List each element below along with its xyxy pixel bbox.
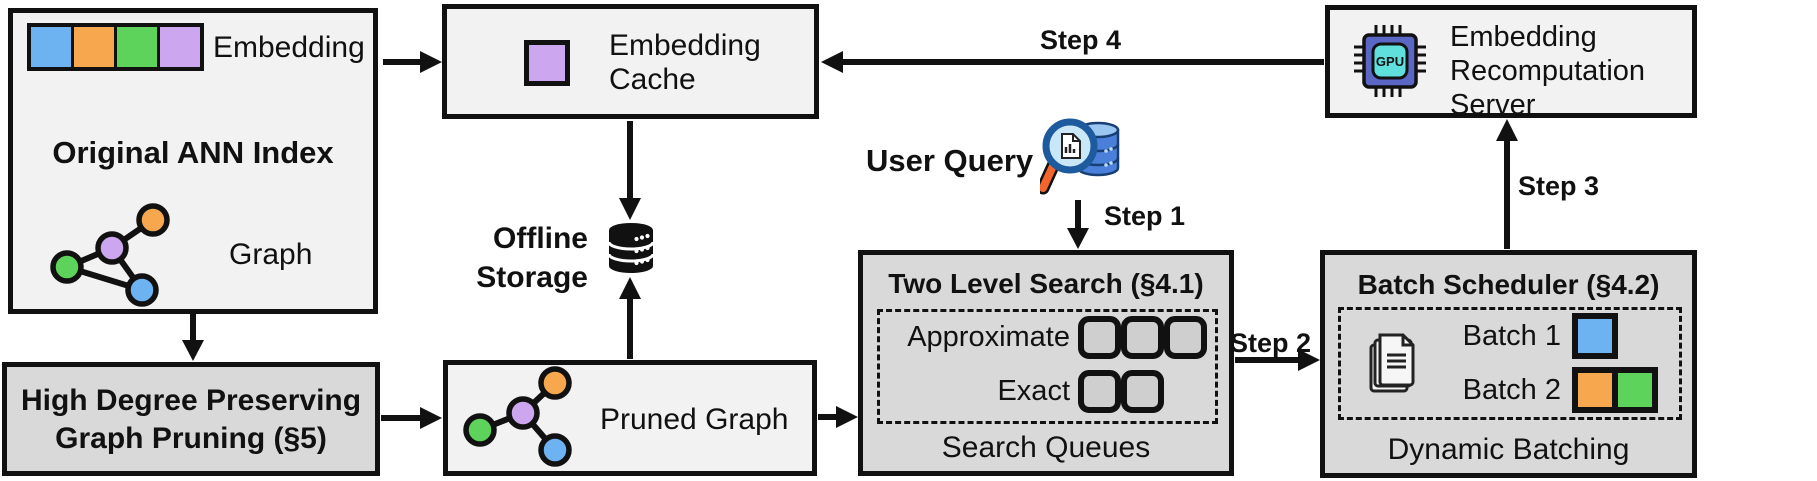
batch-scheduler-title: Batch Scheduler (§4.2) [1357,269,1660,300]
embedding-label: Embedding [213,31,365,64]
user-query-label: User Query [866,143,1034,178]
graph-icon [50,203,170,307]
step-1-label: Step 1 [1104,201,1186,231]
search-queues-panel: Approximate Exact [877,309,1218,424]
approximate-queue-row: Approximate [880,316,1207,359]
arrow-cache-to-storage [619,121,641,220]
offline-storage-label: Offline Storage [448,219,588,297]
graph-pruning-line1: High Degree Preserving [20,384,362,417]
gpu-chip-label: GPU [1376,54,1404,69]
graph-pruning-box: High Degree Preserving Graph Pruning (§5… [2,362,380,476]
embedding-cache-label: Embedding Cache [609,29,761,96]
exact-label: Exact [997,375,1070,407]
batch1-label: Batch 1 [1462,319,1561,352]
queue-slot [1078,370,1121,413]
arrow-pruned-to-storage [619,277,641,359]
embedding-cell-blue [31,27,71,67]
gpu-icon: GPU [1354,25,1426,97]
database-storage-icon [607,223,655,273]
exact-queue-row: Exact [880,370,1164,413]
offline-storage-line2: Storage [476,261,588,294]
arrow-pruning-to-pruned [381,407,442,429]
embedding-cache-box: Embedding Cache [442,4,819,119]
two-level-search-box: Two Level Search (§4.1) Approximate Exac… [858,250,1234,476]
batch2-square-green [1612,367,1658,413]
original-ann-index-box: Embedding Original ANN Index Graph [8,8,378,314]
documents-icon [1369,333,1415,393]
search-queues-label: Search Queues [941,431,1151,464]
embedding-vector [27,23,204,71]
queue-slot [1078,316,1121,359]
batch2-row: Batch 2 [1426,367,1658,413]
recomputation-server-box: GPU Embedding Recomputation Server [1325,5,1697,121]
step-2-label: Step 2 [1230,328,1312,358]
graph-pruning-title: High Degree Preserving Graph Pruning (§5… [7,382,375,457]
queue-slot [1121,370,1164,413]
approximate-label: Approximate [907,321,1070,353]
pruned-graph-label: Pruned Graph [600,403,789,436]
embedding-cell-purple [160,27,200,67]
dynamic-batching-label: Dynamic Batching [1387,433,1630,466]
step-4-label: Step 4 [1040,25,1122,55]
step-3-label: Step 3 [1518,171,1600,201]
query-search-icon [1040,118,1120,195]
queue-slot [1164,316,1207,359]
arrow-pruned-to-search [818,406,858,428]
pruned-graph-icon [463,366,572,467]
arrow-step1-query-to-search [1067,200,1089,249]
approximate-queue-slots [1078,316,1207,359]
dynamic-batching-panel: Batch 1 Batch 2 [1338,307,1682,420]
exact-queue-slots [1078,370,1164,413]
cached-embedding-square [524,40,570,86]
two-level-search-title: Two Level Search (§4.1) [888,268,1204,299]
graph-pruning-line2: Graph Pruning (§5) [55,421,327,455]
arrow-ann-to-pruning [182,314,204,361]
pruned-graph-box: Pruned Graph [443,360,817,476]
arrow-ann-to-cache [383,51,442,73]
batch1-row: Batch 1 [1426,313,1618,359]
embedding-cell-orange [74,27,114,67]
recomputation-server-label: Embedding Recomputation Server [1450,21,1646,122]
graph-label: Graph [229,238,313,271]
embedding-cell-green [117,27,157,67]
batch1-square-blue [1572,313,1618,359]
arrow-step3-scheduler-to-server [1496,119,1518,249]
batch2-label: Batch 2 [1462,373,1561,406]
ann-index-title: Original ANN Index [52,135,334,170]
queue-slot [1121,316,1164,359]
batch-scheduler-box: Batch Scheduler (§4.2) Batch 1 Batch 2 [1320,250,1697,478]
offline-storage-line1: Offline [493,222,588,255]
